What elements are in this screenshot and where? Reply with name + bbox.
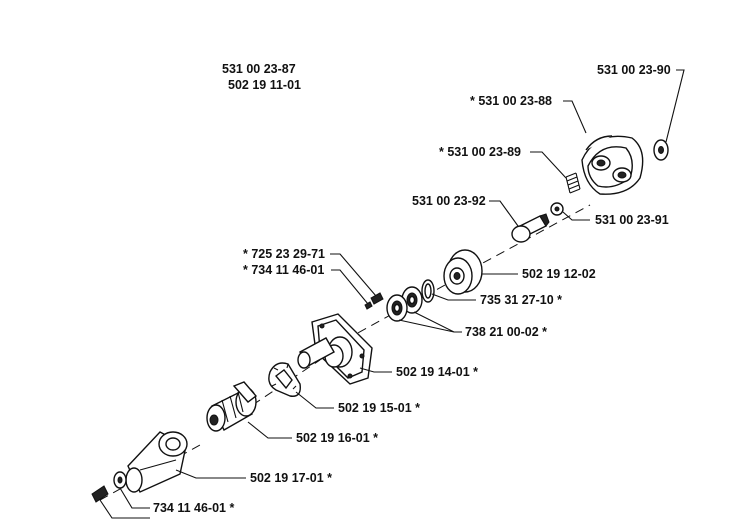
header-number-1: 531 00 23-87 bbox=[222, 62, 296, 76]
cover-plate-502-19-15-01 bbox=[268, 362, 301, 397]
assembly-axis bbox=[99, 204, 591, 501]
shoulder-screw-531-00-23-92 bbox=[511, 213, 550, 243]
bearing-738-21-00-02-b bbox=[386, 294, 408, 322]
clutch-housing-502-19-14-01 bbox=[297, 313, 373, 385]
gear-assembly-502-19-16-01 bbox=[206, 381, 258, 432]
label-531-00-23-91: 531 00 23-91 bbox=[595, 213, 669, 227]
clutch-shoe-assembly bbox=[581, 135, 644, 195]
label-502-19-16-01: 502 19 16-01 * bbox=[296, 431, 378, 445]
spring-531-00-23-89 bbox=[565, 172, 581, 194]
label-502-19-17-01: 502 19 17-01 * bbox=[250, 471, 332, 485]
label-725-23-29-71: * 725 23 29-71 bbox=[243, 247, 325, 261]
label-738-21-00-02: 738 21 00-02 * bbox=[465, 325, 547, 339]
gear-head-502-19-17-01 bbox=[125, 431, 188, 493]
label-734-11-46-01-top: * 734 11 46-01 bbox=[243, 263, 324, 277]
label-502-19-12-02: 502 19 12-02 bbox=[522, 267, 596, 281]
label-502-19-14-01: 502 19 14-01 * bbox=[396, 365, 478, 379]
header-number-2: 502 19 11-01 bbox=[228, 78, 301, 92]
label-735-31-27-10: 735 31 27-10 * bbox=[480, 293, 562, 307]
screw-725-23-29-71 bbox=[364, 292, 384, 310]
nut-734-11-46-01 bbox=[113, 471, 127, 489]
label-531-00-23-88: * 531 00 23-88 bbox=[470, 94, 552, 108]
bolt-bottom-left bbox=[91, 485, 109, 503]
label-531-00-23-90: 531 00 23-90 bbox=[597, 63, 671, 77]
label-734-11-46-01-bottom: 734 11 46-01 * bbox=[153, 501, 234, 515]
leader-lines bbox=[99, 69, 685, 519]
label-502-19-15-01: 502 19 15-01 * bbox=[338, 401, 420, 415]
label-531-00-23-92: 531 00 23-92 bbox=[412, 194, 486, 208]
label-531-00-23-89: * 531 00 23-89 bbox=[439, 145, 521, 159]
clutch-drum-502-19-12-02 bbox=[443, 249, 483, 295]
retaining-ring-735-31-27-10 bbox=[421, 279, 435, 303]
